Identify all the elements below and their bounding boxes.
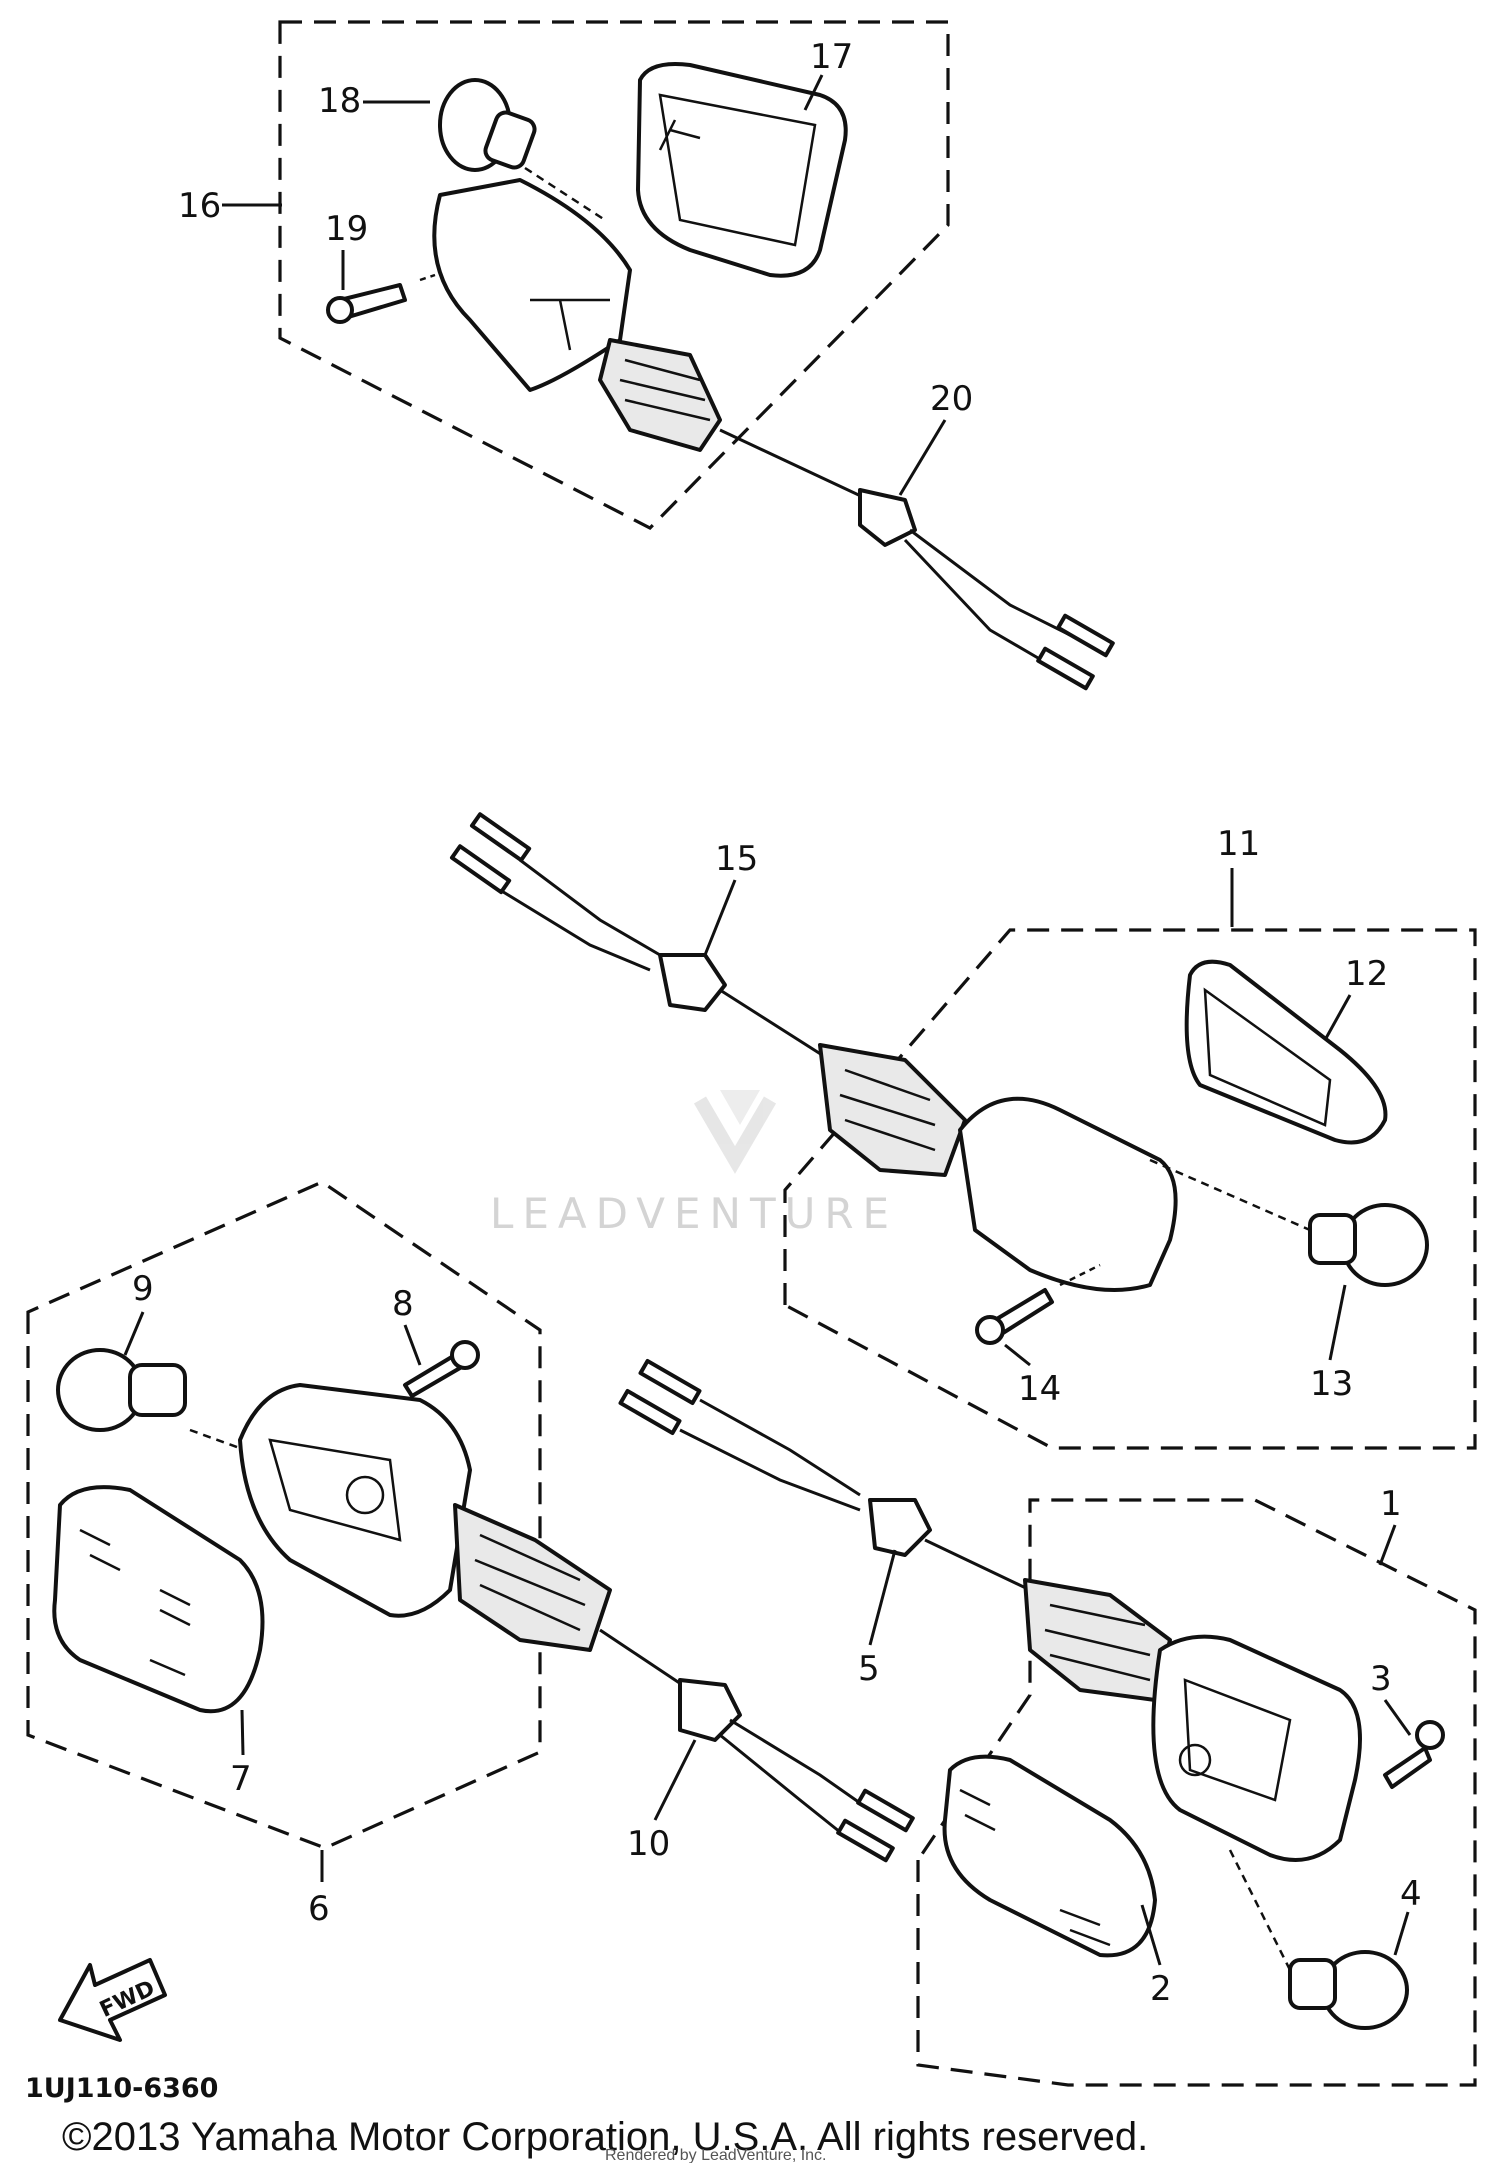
housing-6 [238, 1383, 472, 1618]
watermark-logo [693, 1090, 777, 1174]
housing-11 [958, 1096, 1178, 1292]
turn-signal-assembly-11 [449, 812, 1477, 1450]
connector-10a [856, 1788, 915, 1833]
connector-5b [618, 1388, 682, 1436]
housing-1 [1151, 1634, 1362, 1862]
lens-7 [52, 1485, 265, 1714]
callout-18: 18 [318, 81, 361, 121]
callout-9: 9 [132, 1269, 154, 1309]
boot-6 [453, 1503, 612, 1652]
assembly-16-boundary [278, 20, 950, 530]
turn-signal-assembly-16 [278, 20, 1115, 691]
nut-15 [658, 953, 727, 1012]
turn-signal-assembly-1 [618, 1358, 1477, 2087]
nut-5 [868, 1498, 932, 1557]
connector-15a [469, 812, 532, 863]
callout-13: 13 [1310, 1364, 1353, 1404]
screw-3 [1383, 1746, 1432, 1789]
callout-17: 17 [810, 37, 853, 77]
assembly-11-boundary [783, 928, 1477, 1450]
callout-12: 12 [1345, 954, 1388, 994]
bulb-4-base [1288, 1958, 1337, 2010]
connector-10b [836, 1818, 895, 1863]
callout-2: 2 [1150, 1969, 1172, 2009]
callout-8: 8 [392, 1284, 414, 1324]
callout-15: 15 [715, 839, 758, 879]
watermark-text: LEADVENTURE [490, 1189, 898, 1238]
housing-16 [432, 178, 632, 392]
boot-11 [818, 1043, 967, 1177]
nut-20 [858, 488, 917, 547]
callout-5: 5 [858, 1649, 880, 1689]
connector-5a [638, 1358, 702, 1406]
callout-11: 11 [1217, 824, 1260, 864]
callout-10: 10 [627, 1824, 670, 1864]
bulb-13-base [1308, 1213, 1357, 1265]
lens-12 [1184, 959, 1388, 1145]
callout-19: 19 [325, 209, 368, 249]
rendered-by: Rendered by LeadVenture, Inc. [605, 2147, 827, 2163]
fwd-arrow-icon: FWD [58, 1958, 167, 2042]
callout-6: 6 [308, 1889, 330, 1929]
callout-1: 1 [1380, 1484, 1402, 1524]
boot-1 [1023, 1578, 1172, 1702]
callout-3: 3 [1370, 1659, 1392, 1699]
callout-7: 7 [230, 1759, 252, 1799]
callout-4: 4 [1400, 1874, 1422, 1914]
diagram-code: 1UJ110-6360 [25, 2073, 218, 2104]
turn-signal-assembly-6 [26, 1180, 915, 1863]
callouts: 1 2 3 4 5 6 7 8 9 10 11 12 13 [123, 37, 1422, 2009]
callout-20: 20 [930, 379, 973, 419]
callout-14: 14 [1018, 1369, 1061, 1409]
connector-20b [1036, 646, 1095, 691]
nut-10 [678, 1678, 742, 1742]
connector-15b [449, 844, 512, 895]
bulb-9-base [128, 1363, 187, 1417]
copyright-notice: ©2013 Yamaha Motor Corporation, U.S.A. A… [62, 2115, 1148, 2159]
assembly-6-boundary [26, 1180, 542, 1850]
lens-2 [942, 1754, 1157, 1958]
boot-16 [598, 338, 722, 452]
callout-16: 16 [178, 186, 221, 226]
connector-20a [1056, 613, 1115, 658]
